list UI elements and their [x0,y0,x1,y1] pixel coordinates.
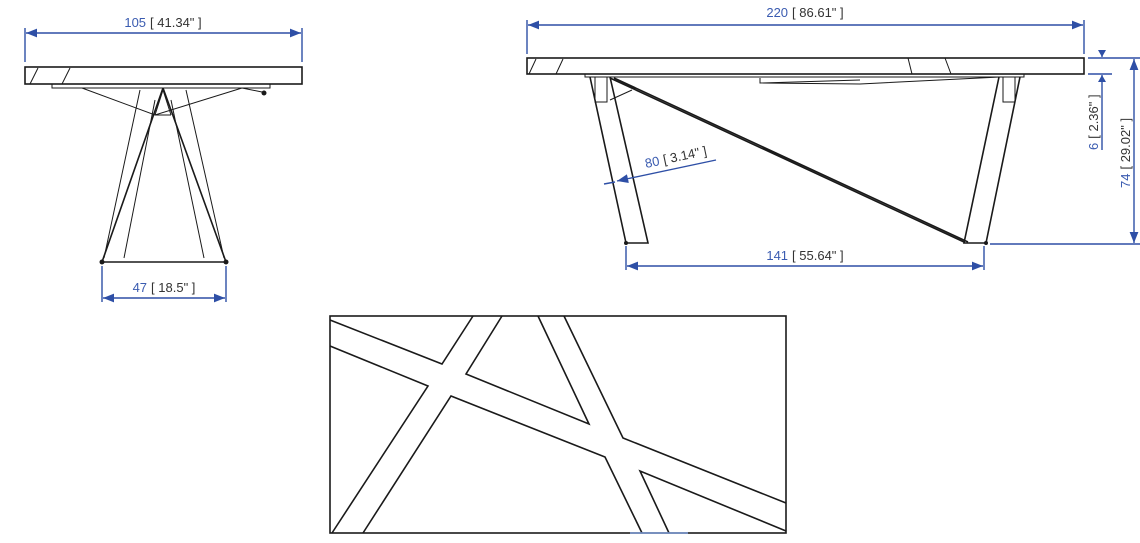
base-dim-value: 47 [133,280,147,295]
width-dim-value: 105 [124,15,146,30]
side-view-grain-marks [528,57,952,75]
length-dim-value: 220 [766,5,788,20]
height-dim-value: 74 [1118,174,1133,188]
top-view [329,315,787,534]
side-view-legs [589,76,1021,244]
base-dim-inches: [ 18.5" ] [151,280,195,295]
top-view-inlay-f [638,469,787,534]
end-view-latch [261,90,267,96]
end-view-foot-left [99,259,105,265]
leg-span-dim-inches: [ 55.64" ] [792,248,844,263]
top-view-inlay-d [464,315,591,426]
svg-text:80[ 3.14" ]: 80[ 3.14" ] [644,143,709,171]
svg-text:47[ 18.5" ]: 47 [ 18.5" ] [133,280,196,295]
top-thickness-dimension: 6 [ 2.36" ] [1086,50,1112,150]
svg-text:105[ 41.34" ]: 105 [ 41.34" ] [124,15,201,30]
side-view-foot-right [984,241,988,245]
leg-span-dim-value: 141 [766,248,788,263]
end-view-apron [51,84,271,116]
side-view: 220 [ 86.61" ] 6 [ 2.36" ] 74 [ 29.02" ] 80… [526,5,1140,271]
svg-text:141[ 55.64" ]: 141 [ 55.64" ] [766,248,843,263]
top-view-inlay-c [362,395,643,534]
length-dimension: 220 [ 86.61" ] [526,5,1085,54]
side-view-tabletop [526,57,1085,75]
top-view-outline [329,315,787,534]
end-view: 105 [ 41.34" ] 47 [ 18.5" ] [24,15,303,303]
width-dim-inches: [ 41.34" ] [150,15,202,30]
end-view-grain-marks [29,67,71,85]
end-view-legs-inner [103,88,225,259]
end-view-legs-outer [101,87,227,263]
svg-text:74[ 29.02" ]: 74 [ 29.02" ] [1118,118,1133,188]
end-view-tabletop [24,66,303,85]
top-view-inlay-a [329,315,474,365]
leg-width-dimension: 80[ 3.14" ] [603,143,717,185]
svg-text:6[ 2.36" ]: 6 [ 2.36" ] [1086,94,1101,150]
width-dimension: 105 [ 41.34" ] [24,15,303,62]
end-view-foot-right [223,259,229,265]
leg-span-dimension: 141 [ 55.64" ] [625,246,985,271]
top-view-inlay-b [329,345,430,534]
length-dim-inches: [ 86.61" ] [792,5,844,20]
side-view-diagonal-brace [609,77,969,243]
leg-width-dim-value: 80 [644,153,661,171]
thickness-dim-inches: [ 2.36" ] [1086,94,1101,138]
svg-text:220[ 86.61" ]: 220 [ 86.61" ] [766,5,843,20]
height-dim-inches: [ 29.02" ] [1118,118,1133,170]
base-dimension: 47 [ 18.5" ] [101,266,227,303]
thickness-dim-value: 6 [1086,143,1101,150]
height-dimension: 74 [ 29.02" ] [990,57,1140,245]
side-view-apron [584,74,1025,85]
side-view-leg-brackets [594,77,1016,103]
side-view-foot-left [624,241,628,245]
top-view-inlay-e [563,315,787,504]
